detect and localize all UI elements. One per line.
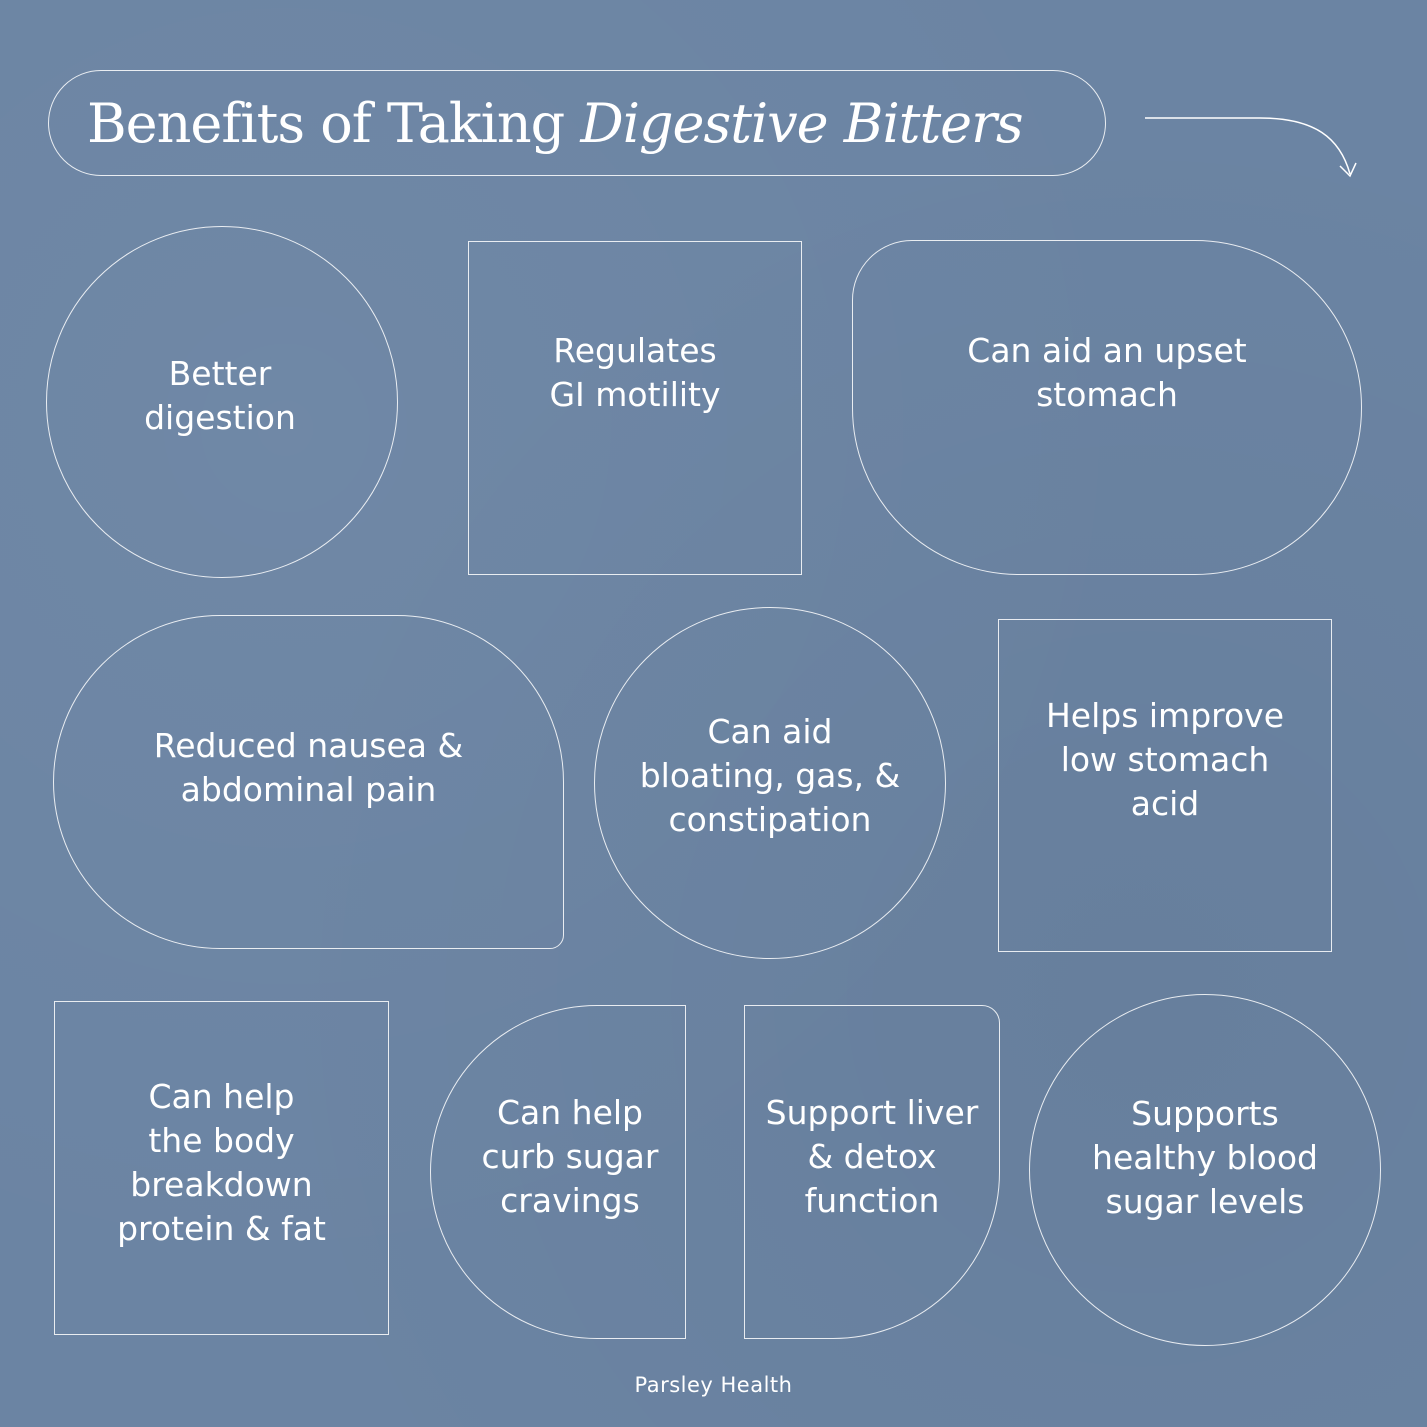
- benefit-blood-sugar: Supports healthy blood sugar levels: [1029, 994, 1381, 1346]
- benefit-protein-fat-breakdown: Can help the body breakdown protein & fa…: [54, 1001, 389, 1335]
- benefit-label: Reduced nausea & abdominal pain: [153, 726, 464, 809]
- benefit-sugar-cravings: Can help curb sugar cravings: [430, 1005, 686, 1339]
- benefit-label: Support liver & detox function: [765, 1093, 979, 1220]
- benefit-label: Helps improve low stomach acid: [1045, 695, 1285, 823]
- title-plain: Benefits of Taking: [87, 91, 581, 155]
- benefit-label: Can help the body breakdown protein & fa…: [117, 1077, 326, 1248]
- benefit-label: Can aid bloating, gas, & constipation: [639, 712, 901, 839]
- benefit-bloating-gas-constipation: Can aid bloating, gas, & constipation: [594, 607, 946, 959]
- brand-footer: Parsley Health: [634, 1373, 793, 1397]
- benefit-better-digestion: Better digestion: [46, 226, 398, 578]
- title-italic: Digestive Bitters: [580, 91, 1023, 155]
- benefit-regulates-gi-motility: Regulates GI motility: [468, 241, 802, 575]
- benefit-label: Regulates GI motility: [549, 331, 721, 414]
- benefit-label: Supports healthy blood sugar levels: [1092, 1094, 1318, 1221]
- benefit-label: Can help curb sugar cravings: [481, 1093, 659, 1220]
- page-title: Benefits of Taking Digestive Bitters: [87, 91, 1024, 155]
- benefit-upset-stomach: Can aid an upset stomach: [852, 240, 1362, 575]
- benefit-nausea-abdominal-pain: Reduced nausea & abdominal pain: [53, 615, 564, 949]
- benefit-low-stomach-acid: Helps improve low stomach acid: [998, 619, 1332, 952]
- benefit-label: Better digestion: [144, 354, 296, 437]
- curved-arrow-down-right-icon: [1145, 117, 1357, 178]
- title-pill: Benefits of Taking Digestive Bitters: [48, 70, 1106, 176]
- benefit-liver-detox: Support liver & detox function: [744, 1005, 1000, 1339]
- benefit-label: Can aid an upset stomach: [967, 330, 1247, 414]
